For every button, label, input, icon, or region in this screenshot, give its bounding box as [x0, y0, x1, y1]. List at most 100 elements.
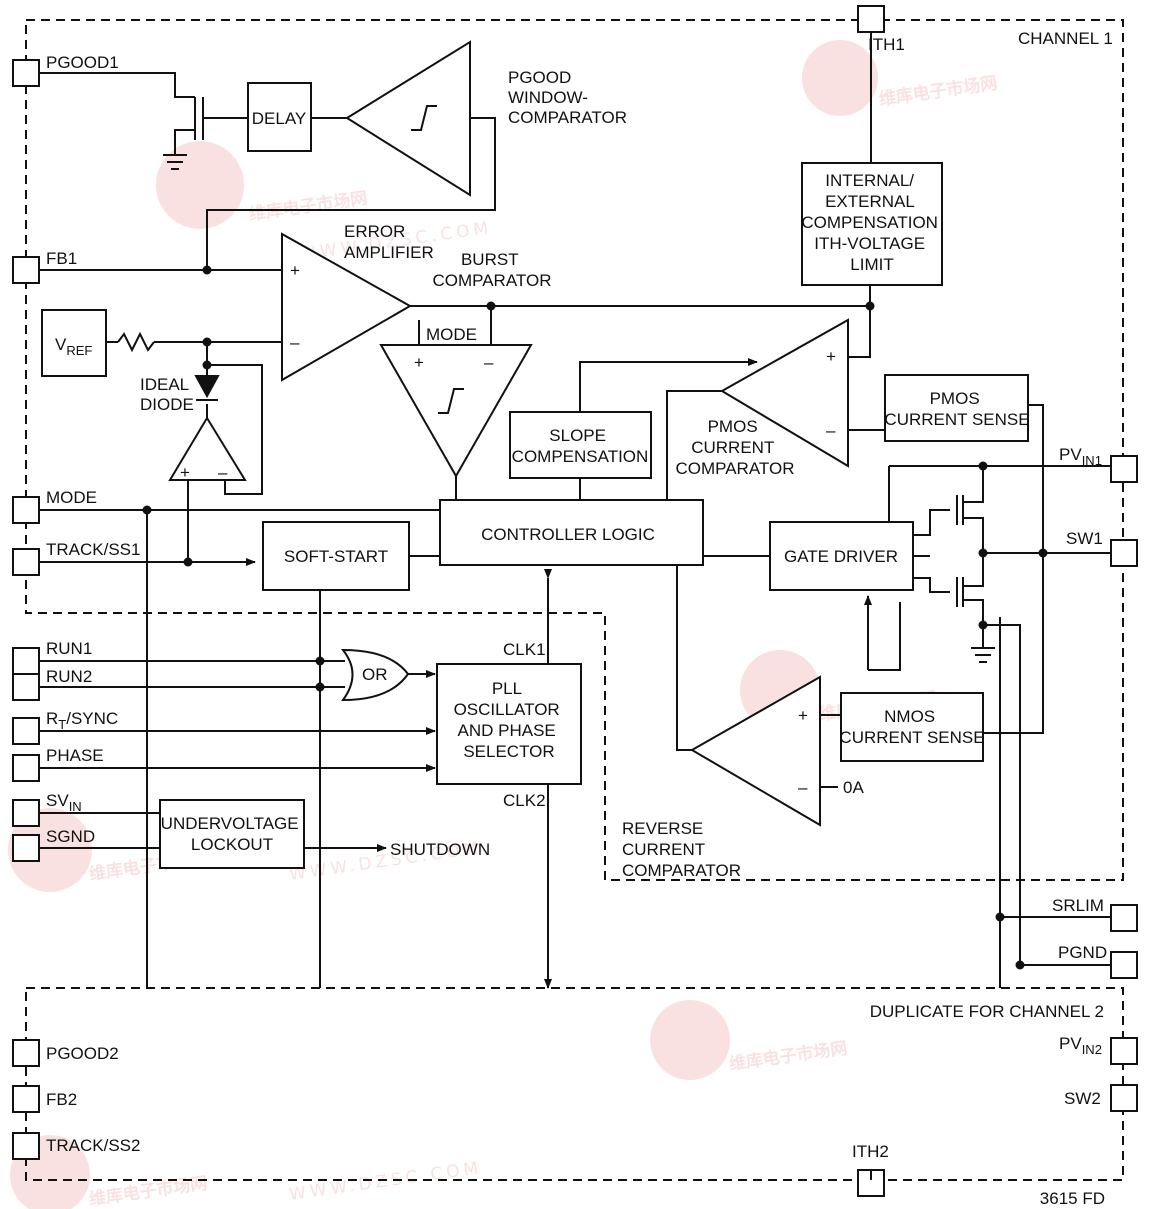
burst-comp-plus: +: [414, 353, 424, 372]
watermark-text: 维库电子市场网: [878, 73, 999, 110]
soft-start-label: SOFT-START: [284, 547, 388, 566]
clk2-label: CLK2: [503, 791, 546, 810]
delay-label: DELAY: [252, 109, 307, 128]
delay-block: [247, 82, 312, 152]
pin-sw2-label: SW2: [1064, 1089, 1101, 1108]
pmos-current-comparator: [720, 318, 849, 468]
pin-srlim-label: SRLIM: [1052, 896, 1104, 915]
junction-dot: [183, 557, 193, 567]
pin-fb2-label: FB2: [46, 1090, 77, 1109]
ideal-diode-amp-minus: –: [218, 463, 228, 482]
pin-pvin2-label: PVIN2: [1059, 1034, 1102, 1057]
pin-pgood2-label: PGOOD2: [46, 1044, 119, 1063]
uvlo-block: [159, 799, 305, 869]
channel1-boundary: [25, 19, 1124, 881]
junction-dot: [1038, 548, 1048, 558]
pin-sw1-label: SW1: [1066, 529, 1103, 548]
channel2-label: DUPLICATE FOR CHANNEL 2: [870, 1002, 1104, 1021]
pin-ith1: [857, 5, 885, 33]
pin-fb1-label: FB1: [46, 249, 77, 268]
gate-driver-block: [769, 521, 914, 591]
compensation-block: [801, 162, 943, 286]
pgood-comparator: [345, 40, 471, 197]
pin-run1: [12, 647, 40, 675]
or-gate-label: OR: [362, 665, 388, 684]
controller-logic-block: [439, 499, 704, 566]
error-amp-plus: +: [290, 261, 300, 280]
hysteresis-icon: [438, 388, 464, 414]
clk1-label: CLK1: [503, 640, 546, 659]
reverse-comp-plus: +: [798, 706, 808, 725]
pin-svin-label: SVIN: [46, 791, 82, 814]
pin-pgood2: [12, 1039, 40, 1067]
shutdown-label: SHUTDOWN: [390, 840, 490, 859]
burst-mode-label: MODE: [426, 325, 477, 344]
ideal-diode-label: IDEAL DIODE: [140, 375, 194, 414]
nmos-sense-label: NMOS CURRENT SENSE: [839, 707, 984, 747]
error-amp-label: ERROR AMPLIFIER: [344, 222, 434, 262]
junction-dot: [202, 337, 212, 347]
pin-svin: [12, 799, 40, 827]
gate-driver-label: GATE DRIVER: [784, 547, 898, 566]
junction-dot: [995, 912, 1005, 922]
channel2-boundary: [25, 987, 1124, 1181]
soft-start-block: [262, 521, 410, 591]
pin-rt-sync-label: RT/SYNC: [46, 709, 118, 732]
pin-mode-label: MODE: [46, 488, 97, 507]
uvlo-label: UNDERVOLTAGE LOCKOUT: [161, 814, 304, 854]
vref-block: [41, 309, 107, 377]
pin-track-ss2: [12, 1132, 40, 1160]
watermark-text: 维库电子市场网: [88, 1173, 209, 1209]
pin-track-ss1: [12, 548, 40, 576]
slope-compensation-block: [509, 411, 652, 479]
junction-dot: [486, 301, 496, 311]
wiring: [39, 32, 1111, 1180]
pin-sw1: [1110, 539, 1138, 567]
reverse-comp-label: REVERSE CURRENT COMPARATOR: [622, 819, 741, 880]
pin-run1-label: RUN1: [46, 639, 92, 658]
burst-comp-minus: –: [484, 353, 494, 372]
pin-phase: [12, 754, 40, 782]
pin-fb1: [12, 256, 40, 284]
nmos-current-sense-block: [840, 692, 984, 762]
pgood-comp-label: PGOOD WINDOW- COMPARATOR: [508, 68, 627, 127]
vref-label: VREF: [55, 335, 92, 358]
pin-pvin2: [1110, 1037, 1138, 1065]
pin-pgood1: [12, 59, 40, 87]
pin-track-ss1-label: TRACK/SS1: [46, 540, 140, 559]
pll-block: [436, 663, 582, 785]
junction-dot: [315, 656, 325, 666]
pin-srlim: [1110, 904, 1138, 932]
junction-dot: [1015, 960, 1025, 970]
pmos-comp-minus: –: [826, 421, 836, 440]
pin-pgnd-label: PGND: [1058, 943, 1107, 962]
pin-fb2: [12, 1085, 40, 1113]
pmos-current-sense-block: [884, 374, 1029, 442]
pin-mode: [12, 496, 40, 524]
figure-code: 3615 FD: [1040, 1189, 1105, 1208]
pmos-sense-label: PMOS CURRENT SENSE: [884, 389, 1029, 429]
pin-rt-sync: [12, 717, 40, 745]
pin-ith1-label: ITH1: [868, 35, 905, 54]
pin-pgnd: [1110, 951, 1138, 979]
pin-sw2: [1110, 1084, 1138, 1112]
pll-label: PLL OSCILLATOR AND PHASE SELECTOR: [454, 679, 565, 761]
pin-pvin1-label: PVIN1: [1059, 445, 1102, 468]
pin-sgnd: [12, 834, 40, 862]
reverse-comp-minus: –: [798, 778, 808, 797]
zero-amp-label: 0A: [843, 778, 864, 797]
pmos-comp-plus: +: [826, 347, 836, 366]
junction-dot: [978, 461, 988, 471]
hysteresis-icon: [411, 105, 437, 131]
junction-dot: [978, 620, 988, 630]
ideal-diode-symbol: [194, 375, 220, 399]
junction-dot: [865, 301, 875, 311]
error-amplifier: [281, 232, 413, 382]
pin-sgnd-label: SGND: [46, 827, 95, 846]
compensation-label: INTERNAL/ EXTERNAL COMPENSATION ITH-VOLT…: [801, 171, 942, 274]
ideal-diode-amplifier: [168, 416, 247, 481]
junction-dot: [202, 265, 212, 275]
pin-track-ss2-label: TRACK/SS2: [46, 1136, 140, 1155]
junction-dot: [202, 360, 212, 370]
watermark-text: 维库电子市场网: [728, 1038, 849, 1075]
